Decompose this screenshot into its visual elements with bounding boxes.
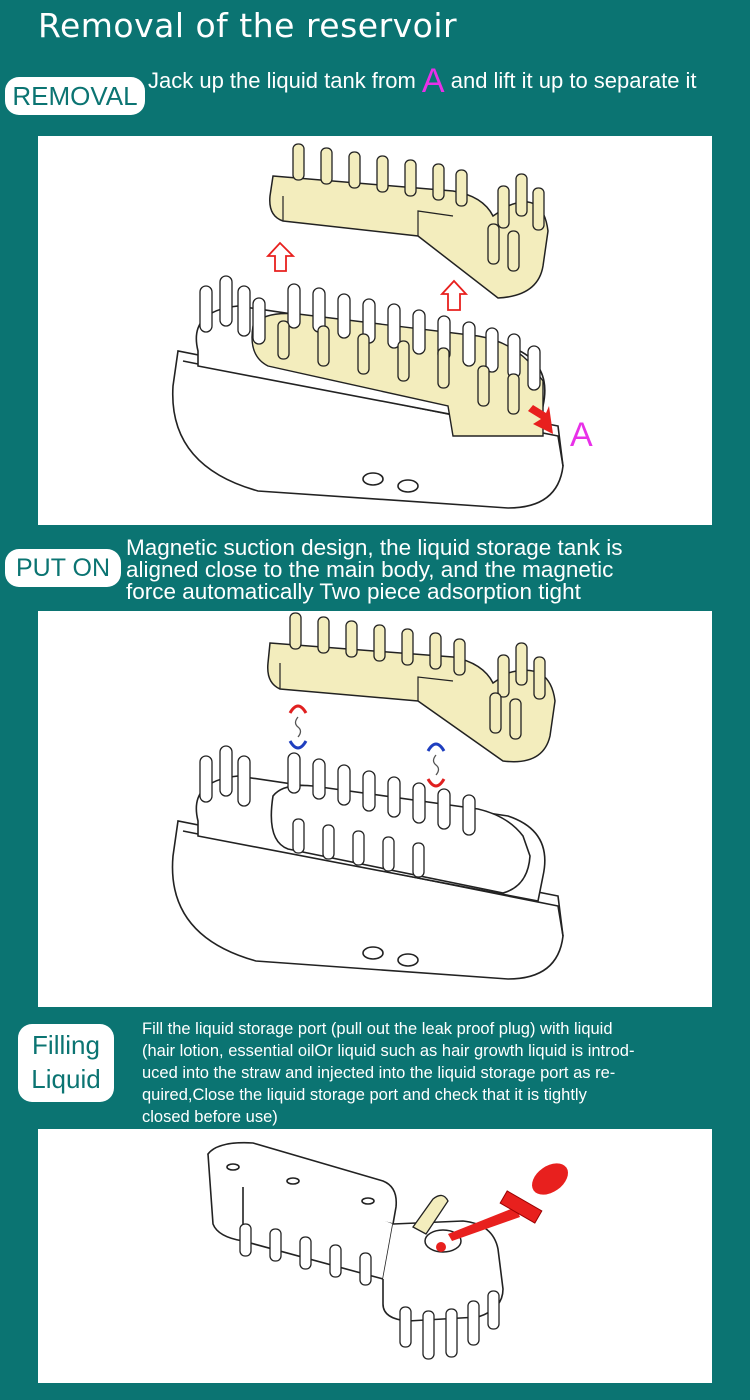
filling-drawing: [207, 1141, 569, 1360]
hanging-pins: [239, 1223, 500, 1360]
filling-line-2: (hair lotion, essential oilOr liquid suc…: [142, 1042, 635, 1060]
put-on-line-3: force automatically Two piece adsorption…: [126, 579, 581, 604]
filling-line-4: quired,Close the liquid storage port and…: [142, 1086, 587, 1104]
put-on-drawing: [171, 612, 564, 980]
upper-tank: [267, 642, 556, 763]
upper-tank-pins: [289, 612, 546, 740]
lifted-tank: [269, 175, 549, 299]
removal-description: Jack up the liquid tank from A and lift …: [148, 64, 738, 98]
put-on-line-1: Magnetic suction design, the liquid stor…: [126, 535, 623, 560]
hollow-up-arrow-icon: [265, 241, 469, 311]
removal-highlight: A: [421, 62, 445, 100]
filling-line-3: uced into the straw and injected into th…: [142, 1064, 616, 1082]
filling-label-line-2: Liquid: [31, 1064, 101, 1094]
page-title: Removal of the reservoir: [38, 6, 458, 45]
seated-tank-pins: [277, 320, 520, 415]
put-on-illustration: [38, 611, 712, 1007]
put-on-description: Magnetic suction design, the liquid stor…: [126, 535, 746, 604]
put-on-line-2: aligned close to the main body, and the …: [126, 557, 614, 582]
lifted-tank-pins: [292, 143, 545, 272]
put-on-label: PUT ON: [5, 549, 121, 587]
lower-base-pins: [199, 745, 476, 878]
filling-illustration: [38, 1129, 712, 1383]
removal-drawing: [171, 143, 564, 509]
removal-text-after: and lift it up to separate it: [444, 68, 697, 93]
magnet-icon: [288, 704, 446, 788]
filling-label-line-1: Filling: [32, 1030, 100, 1060]
removal-label: REMOVAL: [5, 77, 145, 115]
filling-line-1: Fill the liquid storage port (pull out t…: [142, 1020, 613, 1038]
dropper-icon: [436, 1163, 569, 1252]
filling-label: Filling Liquid: [18, 1024, 114, 1102]
removal-text-before: Jack up the liquid tank from: [148, 68, 422, 93]
leak-proof-plug: [412, 1194, 449, 1235]
callout-a: A: [570, 416, 593, 454]
inverted-tank: [207, 1141, 504, 1322]
removal-illustration: A: [38, 136, 712, 525]
filling-description: Fill the liquid storage port (pull out t…: [142, 1018, 742, 1128]
red-pointer-arrow-icon: [528, 405, 553, 434]
filling-line-5: closed before use): [142, 1108, 278, 1126]
